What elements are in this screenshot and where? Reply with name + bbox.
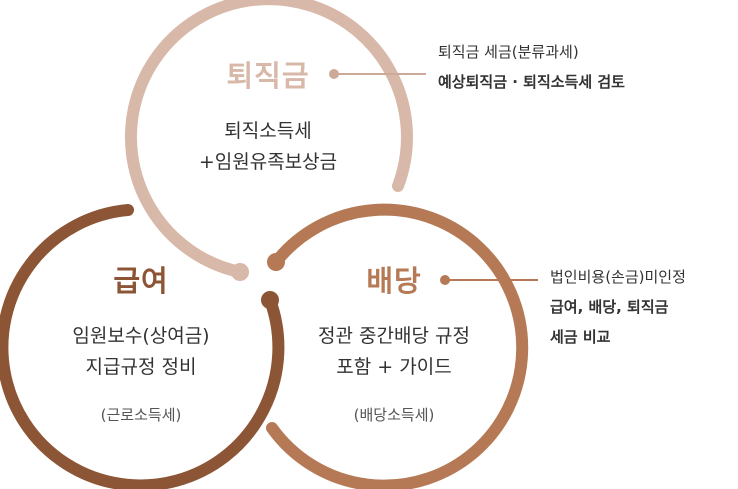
retirement-connector-dot bbox=[329, 69, 339, 79]
salary-title: 급여 bbox=[113, 264, 169, 298]
dividend-body: 정관 중간배당 규정 포함 + 가이드 bbox=[318, 321, 470, 383]
retirement-line-2: +임원유족보상금 bbox=[198, 151, 338, 173]
retirement-circle-arc bbox=[124, 0, 413, 278]
salary-circle-dot bbox=[261, 291, 279, 309]
salary-circle-arc bbox=[0, 204, 285, 489]
salary-body: 임원보수(상여금) 지급규정 정비 bbox=[72, 321, 209, 383]
dividend-note: 법인비용(손금)미인정 급여, 배당, 퇴직금 세금 비교 bbox=[550, 262, 686, 352]
retirement-line-1: 퇴직소득세 bbox=[224, 120, 312, 142]
salary-line-2: 지급규정 정비 bbox=[85, 356, 197, 378]
retirement-circle-dot bbox=[231, 263, 249, 281]
dividend-connector-dot bbox=[440, 275, 450, 285]
retirement-note-line-2: 예상퇴직금 · 퇴직소득세 검토 bbox=[438, 73, 625, 91]
dividend-line-2: 포함 + 가이드 bbox=[336, 356, 452, 378]
retirement-note: 퇴직금 세금(분류과세) 예상퇴직금 · 퇴직소득세 검토 bbox=[438, 37, 625, 97]
dividend-circle-arc bbox=[266, 203, 529, 489]
dividend-note-line-3: 세금 비교 bbox=[550, 328, 611, 346]
dividend-note-line-2: 급여, 배당, 퇴직금 bbox=[550, 298, 669, 316]
retirement-title: 퇴직금 bbox=[226, 59, 310, 93]
salary-sub: (근로소득세) bbox=[100, 406, 182, 424]
dividend-line-1: 정관 중간배당 규정 bbox=[318, 325, 470, 347]
dividend-title: 배당 bbox=[366, 264, 422, 298]
retirement-body: 퇴직소득세 +임원유족보상금 bbox=[199, 116, 337, 178]
retirement-note-line-1: 퇴직금 세금(분류과세) bbox=[438, 43, 579, 61]
salary-line-1: 임원보수(상여금) bbox=[72, 325, 210, 347]
dividend-note-line-1: 법인비용(손금)미인정 bbox=[550, 268, 686, 286]
dividend-sub: (배당소득세) bbox=[353, 406, 435, 424]
dividend-circle-dot bbox=[267, 253, 285, 271]
